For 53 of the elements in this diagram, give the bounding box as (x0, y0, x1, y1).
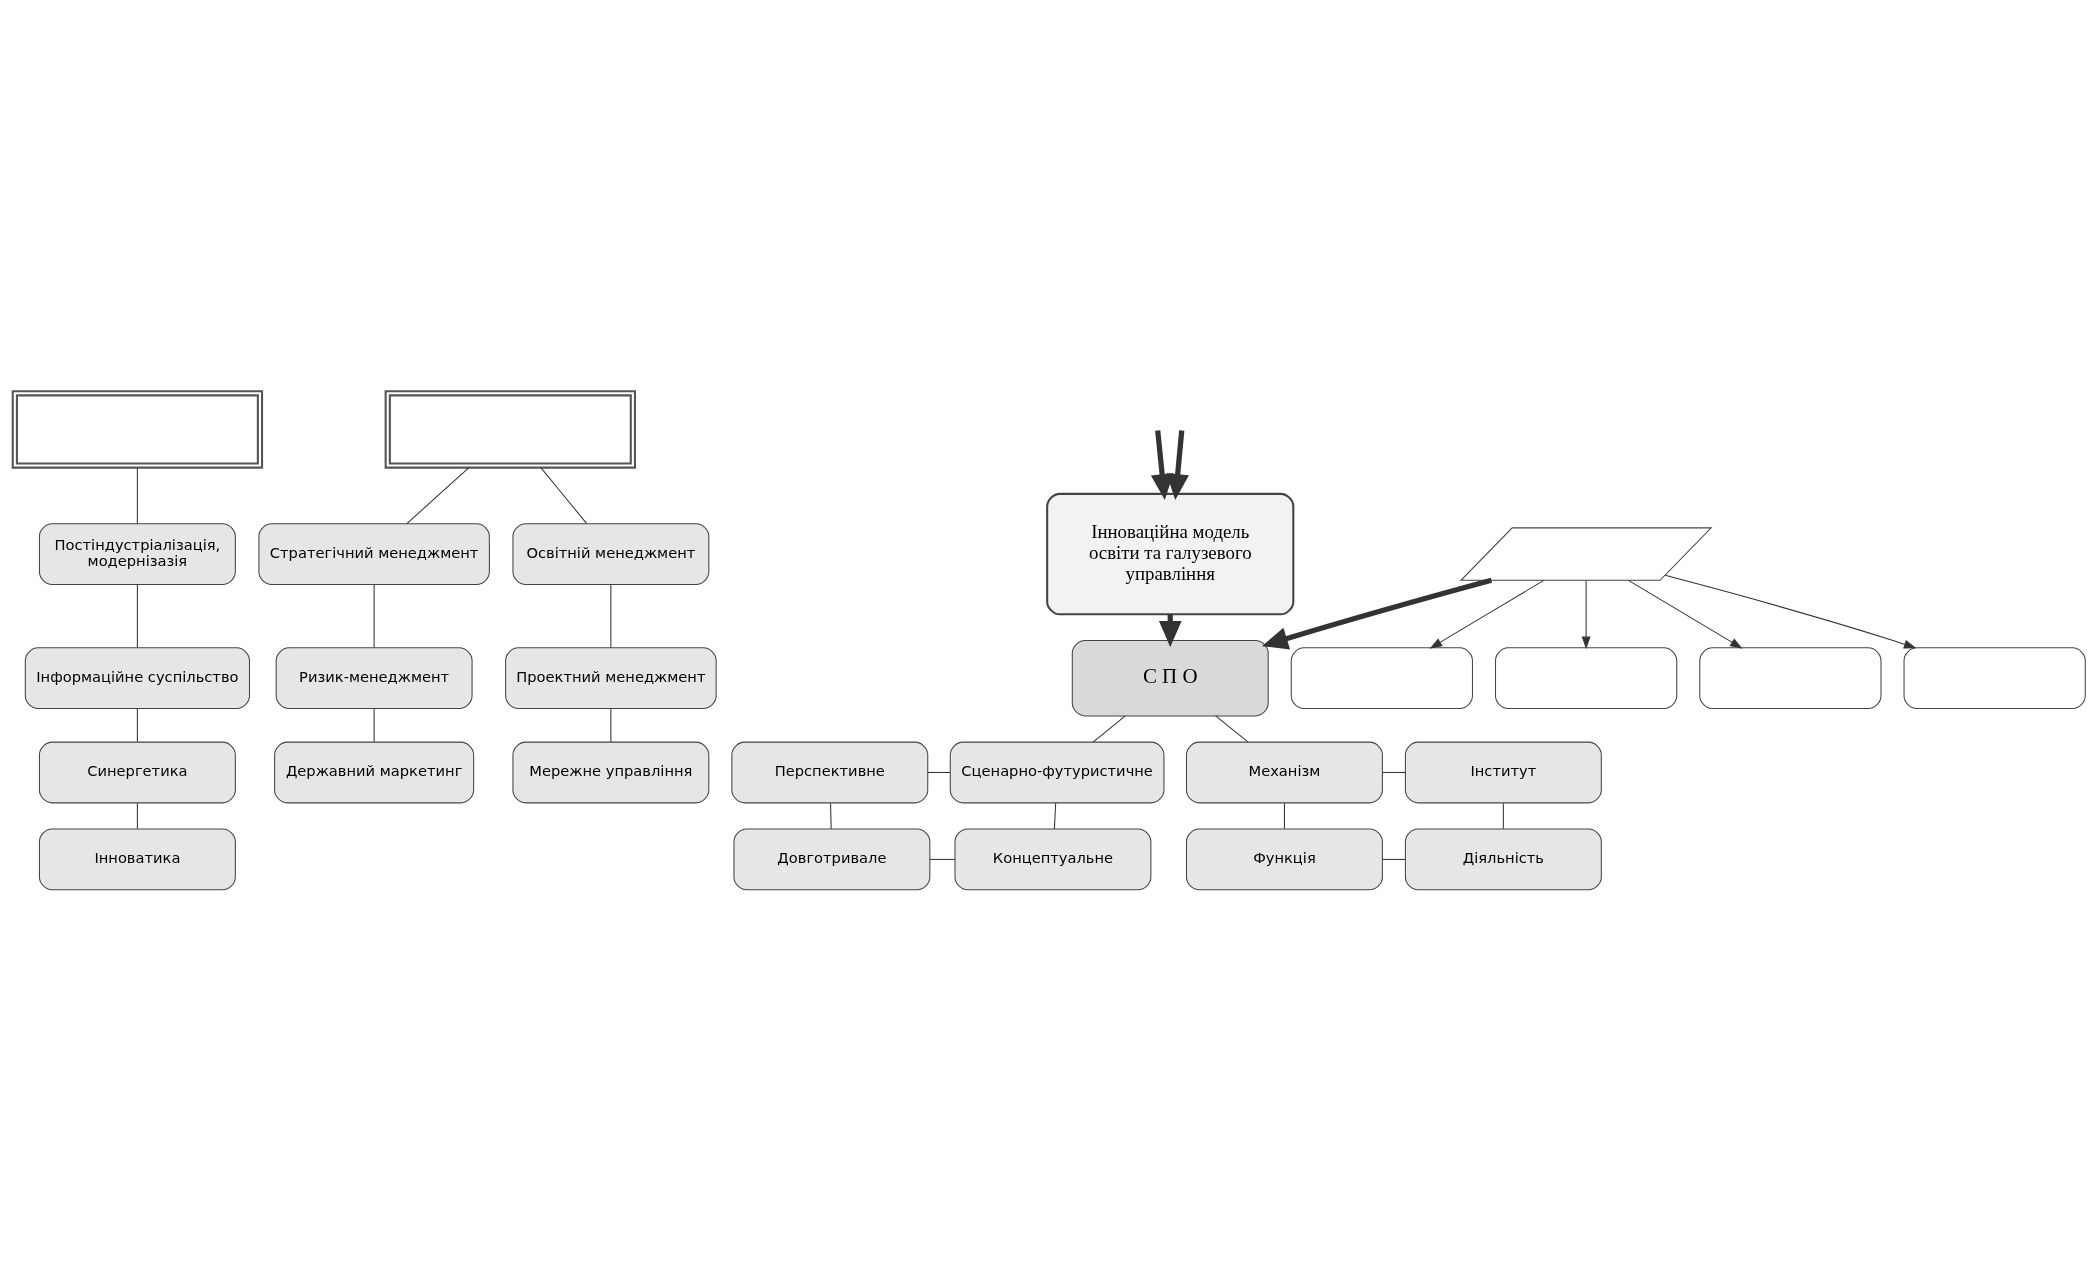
arrow (1581, 579, 1591, 649)
connector (1053, 802, 1057, 829)
connector (610, 707, 612, 742)
connector (136, 802, 138, 829)
node-box: С П О (1071, 639, 1269, 716)
connector (406, 466, 470, 524)
node-box (1495, 646, 1678, 709)
node-box: Проектний менеджмент (505, 646, 717, 709)
node-box: Концептуальне (954, 828, 1152, 890)
node-box: Державний маркетинг (274, 741, 475, 803)
arrow (1261, 577, 1493, 649)
node-box: Інформаційне суспільство (24, 646, 250, 709)
connector (927, 771, 951, 773)
arrow (1429, 579, 1545, 649)
connector (136, 583, 138, 648)
node-box: Діяльність (1404, 828, 1602, 890)
node-box: Перспективне (731, 741, 929, 803)
node-box (1290, 646, 1473, 709)
node-box: Стратегічний менеджмент (258, 522, 490, 585)
node-box (11, 389, 264, 469)
connector (373, 583, 375, 648)
connector (373, 707, 375, 742)
arrow (1627, 579, 1743, 649)
node-box: Механізм (1185, 741, 1383, 803)
node-box: Інноваційна модель освіти та галузевого управління (1046, 492, 1295, 615)
node-box: Ризик-менеджмент (275, 646, 473, 709)
arrow (1150, 429, 1189, 500)
connector (1382, 771, 1406, 773)
node-box (1699, 646, 1882, 709)
connector (136, 466, 138, 524)
node-box: Інноватика (38, 828, 236, 890)
connector (610, 583, 612, 648)
connector (136, 707, 138, 742)
node-box (1903, 646, 2086, 709)
node-box: Освітній менеджмент (512, 522, 710, 585)
connector (1502, 802, 1504, 829)
connector (929, 858, 956, 860)
connector (830, 802, 832, 829)
arrow (1664, 574, 1917, 648)
connector (1092, 714, 1126, 742)
node-box: Функція (1185, 828, 1383, 890)
node-box: Довготривале (733, 828, 931, 890)
connector (1283, 802, 1285, 829)
connector (1215, 714, 1249, 742)
node-box: Інститут (1404, 741, 1602, 803)
node-parallelogram (1459, 526, 1713, 581)
node-box: Сценарно-футуристичне (949, 741, 1165, 803)
node-box: Мережне управління (512, 741, 710, 803)
node-box: Синергетика (38, 741, 236, 803)
node-box: Постіндустріалізація, модернізазія (38, 522, 236, 585)
connector (1382, 858, 1406, 860)
connector (540, 466, 588, 524)
node-box (384, 389, 636, 469)
